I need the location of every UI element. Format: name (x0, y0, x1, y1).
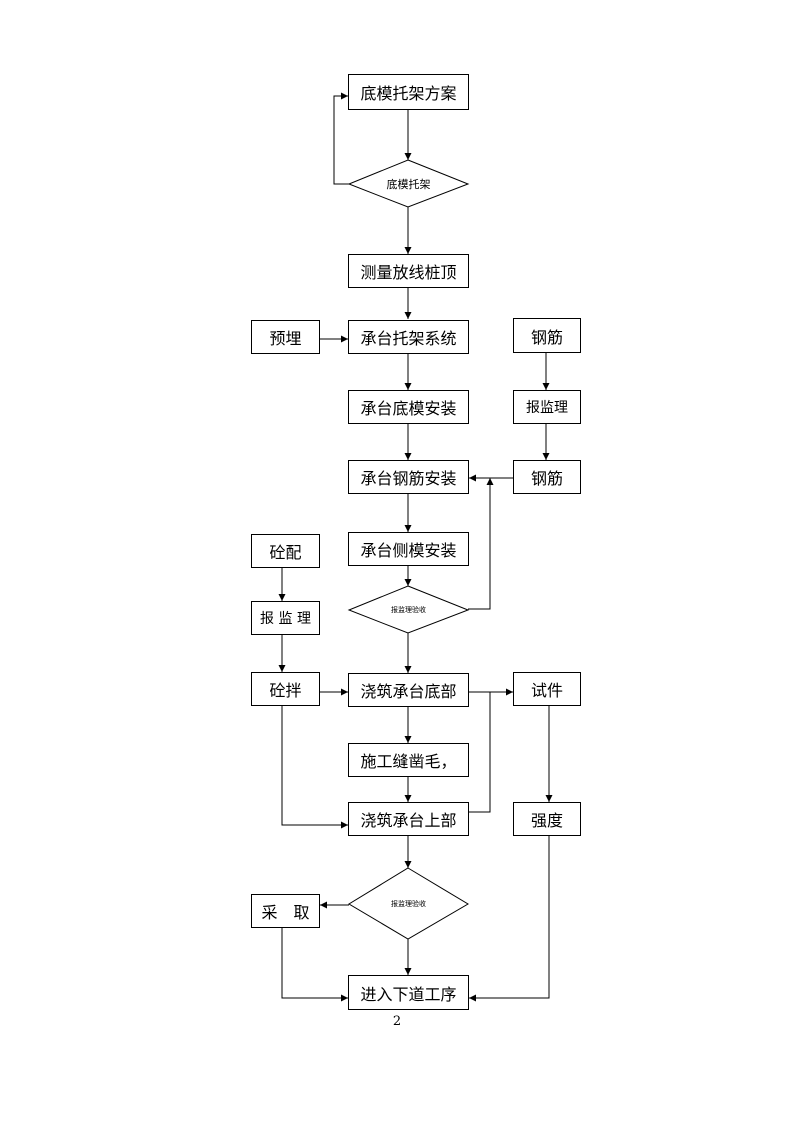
node-mixing: 砼拌 (251, 672, 320, 706)
node-bottom-form: 承台底模安装 (348, 390, 469, 424)
node-survey: 测量放线桩顶 (348, 254, 469, 288)
arrow-mixing-to-pour-top (281, 706, 348, 829)
node-plan: 底模托架方案 (348, 74, 469, 110)
node-rebar-install: 承台钢筋安装 (348, 460, 469, 494)
node-rebar-top: 钢筋 (513, 318, 581, 353)
node-joint: 施工缝凿毛， (348, 743, 469, 777)
node-strength: 强度 (513, 802, 581, 836)
decision2-diamond (347, 585, 470, 634)
node-pour-bottom: 浇筑承台底部 (348, 673, 469, 707)
node-report-rebar: 报监理 (513, 390, 581, 424)
arrow-strength-to-next (469, 836, 550, 1002)
page-number: 2 (392, 1014, 402, 1029)
node-rebar-mid: 钢筋 (513, 460, 581, 494)
node-pour-top: 浇筑承台上部 (348, 802, 469, 836)
arrow-remedy-to-next (281, 928, 348, 1002)
decision1-diamond (347, 159, 470, 208)
node-remedy: 采 取 (251, 894, 320, 928)
decision2-label: 报监理验收 (391, 606, 426, 614)
node-embed: 预埋 (251, 320, 320, 354)
node-specimen: 试件 (513, 672, 581, 706)
arrow-decision2-loop (468, 478, 494, 610)
decision3-label: 报监理验收 (391, 900, 426, 908)
arrow-pour-top-to-specimen-line (469, 692, 491, 813)
decision3-diamond (348, 867, 469, 940)
arrow-decision1-loop (333, 92, 349, 185)
node-next: 进入下道工序 (348, 975, 469, 1010)
decision1-label: 底模托架 (386, 178, 431, 191)
node-support: 承台托架系统 (348, 320, 469, 354)
node-report-concrete: 报 监 理 (251, 601, 320, 635)
node-side-form: 承台侧模安装 (348, 532, 469, 566)
node-concrete-mix: 砼配 (251, 534, 320, 568)
